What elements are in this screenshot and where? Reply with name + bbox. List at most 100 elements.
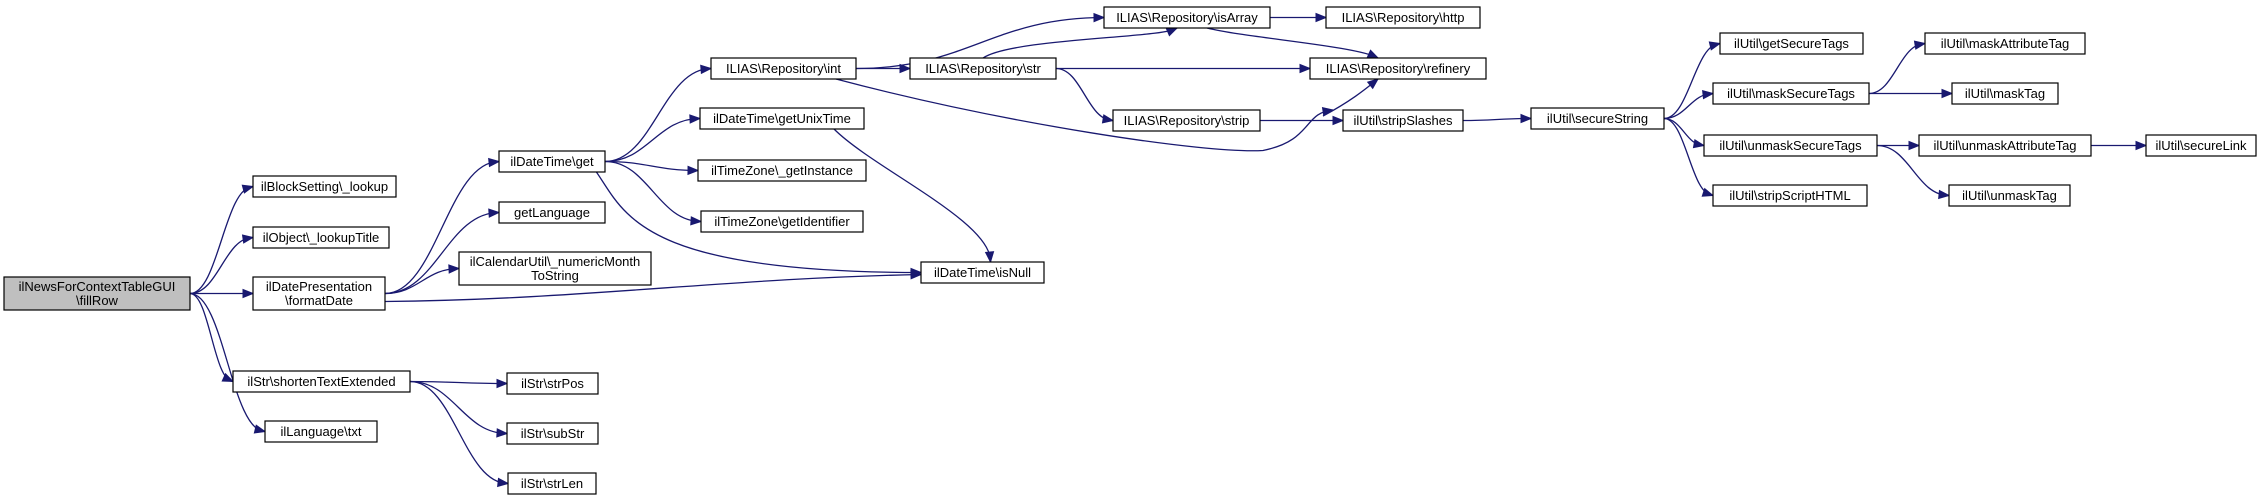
node-label: ilDateTime\get (510, 154, 594, 169)
edge-repoInt-to-stripSlashes (835, 78, 1335, 152)
node-label: ILIAS\Repository\str (925, 61, 1041, 76)
node-secureString[interactable]: ilUtil\secureString (1530, 107, 1665, 130)
edge-fillRow-to-formatDate (190, 288, 255, 299)
edge-arrowhead (1708, 41, 1722, 51)
node-label: ilStr\strPos (521, 376, 584, 391)
node-stripScriptHTML[interactable]: ilUtil\stripScriptHTML (1712, 184, 1868, 207)
node-repoIsArray[interactable]: ILIAS\Repository\isArray (1103, 6, 1271, 29)
node-label: ilUtil\stripScriptHTML (1729, 188, 1850, 203)
edge-arrowhead (1692, 138, 1706, 149)
edge-line (1868, 42, 1926, 95)
edge-unmaskSecureTags-to-unmaskTag (1876, 144, 1951, 200)
node-box (3, 276, 191, 311)
node-label: ilDateTime\getUnixTime (713, 111, 851, 126)
node-box (1703, 134, 1878, 157)
node-getSecureTags[interactable]: ilUtil\getSecureTags (1719, 32, 1864, 55)
edge-arrowhead (1366, 49, 1380, 59)
node-stripSlashes[interactable]: ilUtil\stripSlashes (1342, 109, 1464, 132)
node-shortenText[interactable]: ilStr\shortenTextExtended (232, 370, 411, 393)
edge-line (189, 292, 266, 433)
edge-line (594, 169, 922, 274)
edge-arrowhead (1938, 189, 1951, 200)
node-unmaskSecureTags[interactable]: ilUtil\unmaskSecureTags (1703, 134, 1878, 157)
node-maskSecureTags[interactable]: ilUtil\maskSecureTags (1712, 82, 1870, 105)
edge-repoStr-to-repoRefinery (1056, 63, 1312, 74)
node-label: ilUtil\maskAttributeTag (1941, 36, 2070, 51)
node-tzIdentifier[interactable]: ilTimeZone\getIdentifier (700, 210, 864, 233)
node-repoStrip[interactable]: ILIAS\Repository\strip (1112, 109, 1261, 132)
edge-arrowhead (488, 208, 501, 218)
edge-arrowhead (687, 165, 700, 176)
node-maskAttrTag[interactable]: ilUtil\maskAttributeTag (1924, 32, 2086, 55)
edge-line (833, 128, 992, 263)
call-graph-nodes: ilNewsForContextTableGUI\fillRow ilBlockS… (3, 6, 2257, 495)
node-box (700, 210, 864, 233)
node-repoHttp[interactable]: ILIAS\Repository\http (1325, 6, 1481, 29)
node-repoStr[interactable]: ILIAS\Repository\str (909, 57, 1057, 80)
edge-line (1663, 117, 1714, 197)
node-repoRefinery[interactable]: ILIAS\Repository\refinery (1309, 57, 1487, 80)
edge-line (982, 27, 1178, 59)
node-langTxt[interactable]: ilLanguage\txt (264, 420, 378, 443)
node-blockLookup[interactable]: ilBlockSetting\_lookup (252, 175, 397, 198)
edge-arrowhead (689, 114, 702, 124)
edge-arrowhead (1101, 114, 1115, 124)
edge-formatDate-to-getLanguage (384, 208, 501, 295)
node-strPos[interactable]: ilStr\strPos (506, 372, 599, 395)
edge-fillRow-to-shortenText (189, 292, 235, 383)
node-label: ilStr\shortenTextExtended (247, 374, 395, 389)
edge-line (384, 267, 460, 295)
edge-line (384, 211, 500, 295)
node-label: getLanguage (514, 205, 590, 220)
node-objLookupTitle[interactable]: ilObject\_lookupTitle (252, 226, 390, 249)
node-maskTag[interactable]: ilUtil\maskTag (1951, 82, 2059, 105)
edge-arrowhead (1913, 40, 1927, 50)
edge-arrowhead (1315, 12, 1328, 23)
node-label: \formatDate (285, 293, 353, 308)
node-box (2145, 134, 2257, 157)
edge-repoIsArray-to-repoHttp (1270, 12, 1328, 23)
node-box (1948, 184, 2071, 207)
node-strLen[interactable]: ilStr\strLen (507, 472, 597, 495)
edge-shortenText-to-strPos (409, 378, 509, 389)
call-graph-edges (189, 12, 2148, 488)
node-label: ilUtil\unmaskAttributeTag (1933, 138, 2076, 153)
node-label: ilDateTime\isNull (934, 265, 1031, 280)
node-box (252, 276, 386, 311)
node-label: ilUtil\maskTag (1965, 86, 2045, 101)
edge-stripSlashes-to-secureString (1462, 113, 1533, 124)
edge-arrowhead (2135, 140, 2148, 151)
node-formatDate[interactable]: ilDatePresentation\formatDate (252, 276, 386, 311)
edge-arrowhead (497, 477, 510, 488)
node-repoInt[interactable]: ILIAS\Repository\int (710, 57, 857, 80)
edge-unixTime-to-isNull (833, 128, 995, 264)
edge-arrowhead (1165, 27, 1179, 37)
node-unmaskTag[interactable]: ilUtil\unmaskTag (1948, 184, 2071, 207)
node-label: ilTimeZone\_getInstance (711, 163, 853, 178)
node-dtGet[interactable]: ilDateTime\get (498, 150, 606, 173)
node-fillRow[interactable]: ilNewsForContextTableGUI\fillRow (3, 276, 191, 311)
edge-unmaskSecureTags-to-unmaskAttrTag (1876, 140, 1921, 151)
node-box (232, 370, 411, 393)
node-isNull[interactable]: ilDateTime\isNull (920, 261, 1045, 284)
edge-line (1055, 67, 1114, 122)
edge-arrowhead (253, 424, 267, 434)
node-secureLink[interactable]: ilUtil\secureLink (2145, 134, 2257, 157)
node-box (1112, 109, 1261, 132)
node-subStr[interactable]: ilStr\subStr (506, 422, 599, 445)
node-box (1951, 82, 2059, 105)
node-unmaskAttrTag[interactable]: ilUtil\unmaskAttributeTag (1918, 134, 2092, 157)
node-tzGetInstance[interactable]: ilTimeZone\_getInstance (697, 159, 867, 182)
node-box (252, 175, 397, 198)
node-getLanguage[interactable]: getLanguage (498, 201, 606, 224)
node-box (264, 420, 378, 443)
node-unixTime[interactable]: ilDateTime\getUnixTime (699, 107, 865, 130)
edge-arrowhead (1093, 12, 1106, 23)
node-box (699, 107, 865, 130)
edge-arrowhead (1702, 89, 1715, 100)
edge-line (604, 67, 712, 163)
node-label: ilUtil\secureString (1547, 111, 1648, 126)
edge-arrowhead (242, 288, 255, 299)
